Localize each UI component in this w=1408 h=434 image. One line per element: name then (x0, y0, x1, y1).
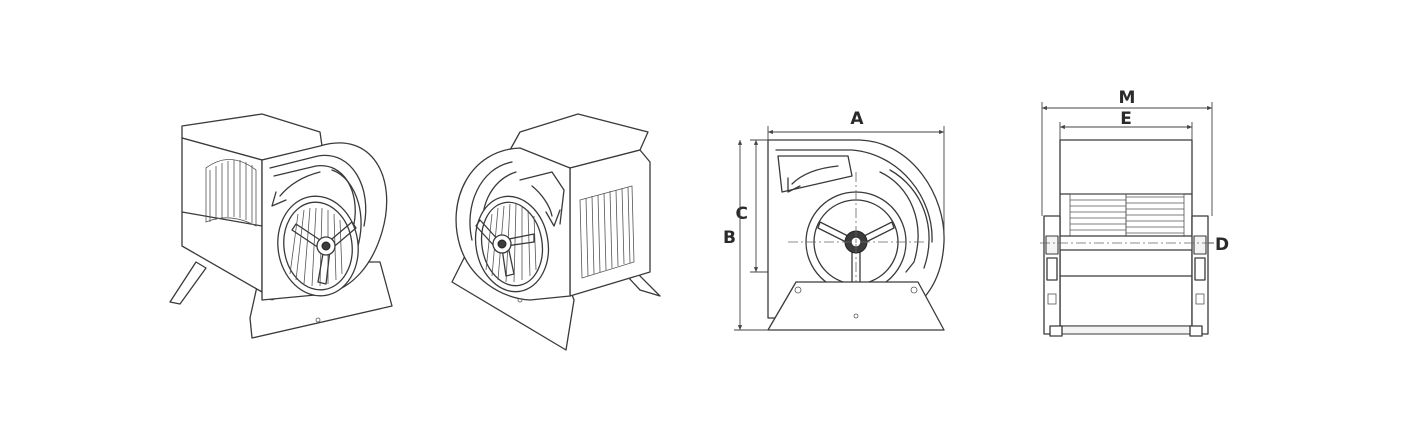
dimension-e: E (1059, 109, 1193, 140)
fan-isometric-view-left (169, 113, 393, 339)
dimension-label-m: M (1119, 88, 1136, 108)
fan-side-elevation: M E D (1040, 88, 1229, 337)
dimension-label-c: C (736, 204, 748, 224)
rear-drum-blades (579, 185, 635, 279)
dimension-b: B (723, 140, 768, 331)
airflow-arrow-icon (279, 171, 321, 197)
dimension-m: M (1041, 88, 1213, 216)
dimension-label-a: A (850, 109, 864, 129)
fan-front-elevation: A C B (723, 109, 945, 331)
airflow-arrow-icon (791, 165, 839, 185)
dimension-d: D (1208, 235, 1229, 255)
rear-wheel-blades (205, 159, 257, 227)
fan-isometric-view-right (451, 113, 661, 351)
dimension-label-d: D (1215, 235, 1229, 255)
dimension-a: A (767, 109, 945, 240)
airflow-arrow-icon (531, 185, 553, 217)
front-wheel-blades (485, 203, 537, 283)
dimension-label-b: B (723, 228, 736, 248)
dimension-label-e: E (1120, 109, 1132, 129)
